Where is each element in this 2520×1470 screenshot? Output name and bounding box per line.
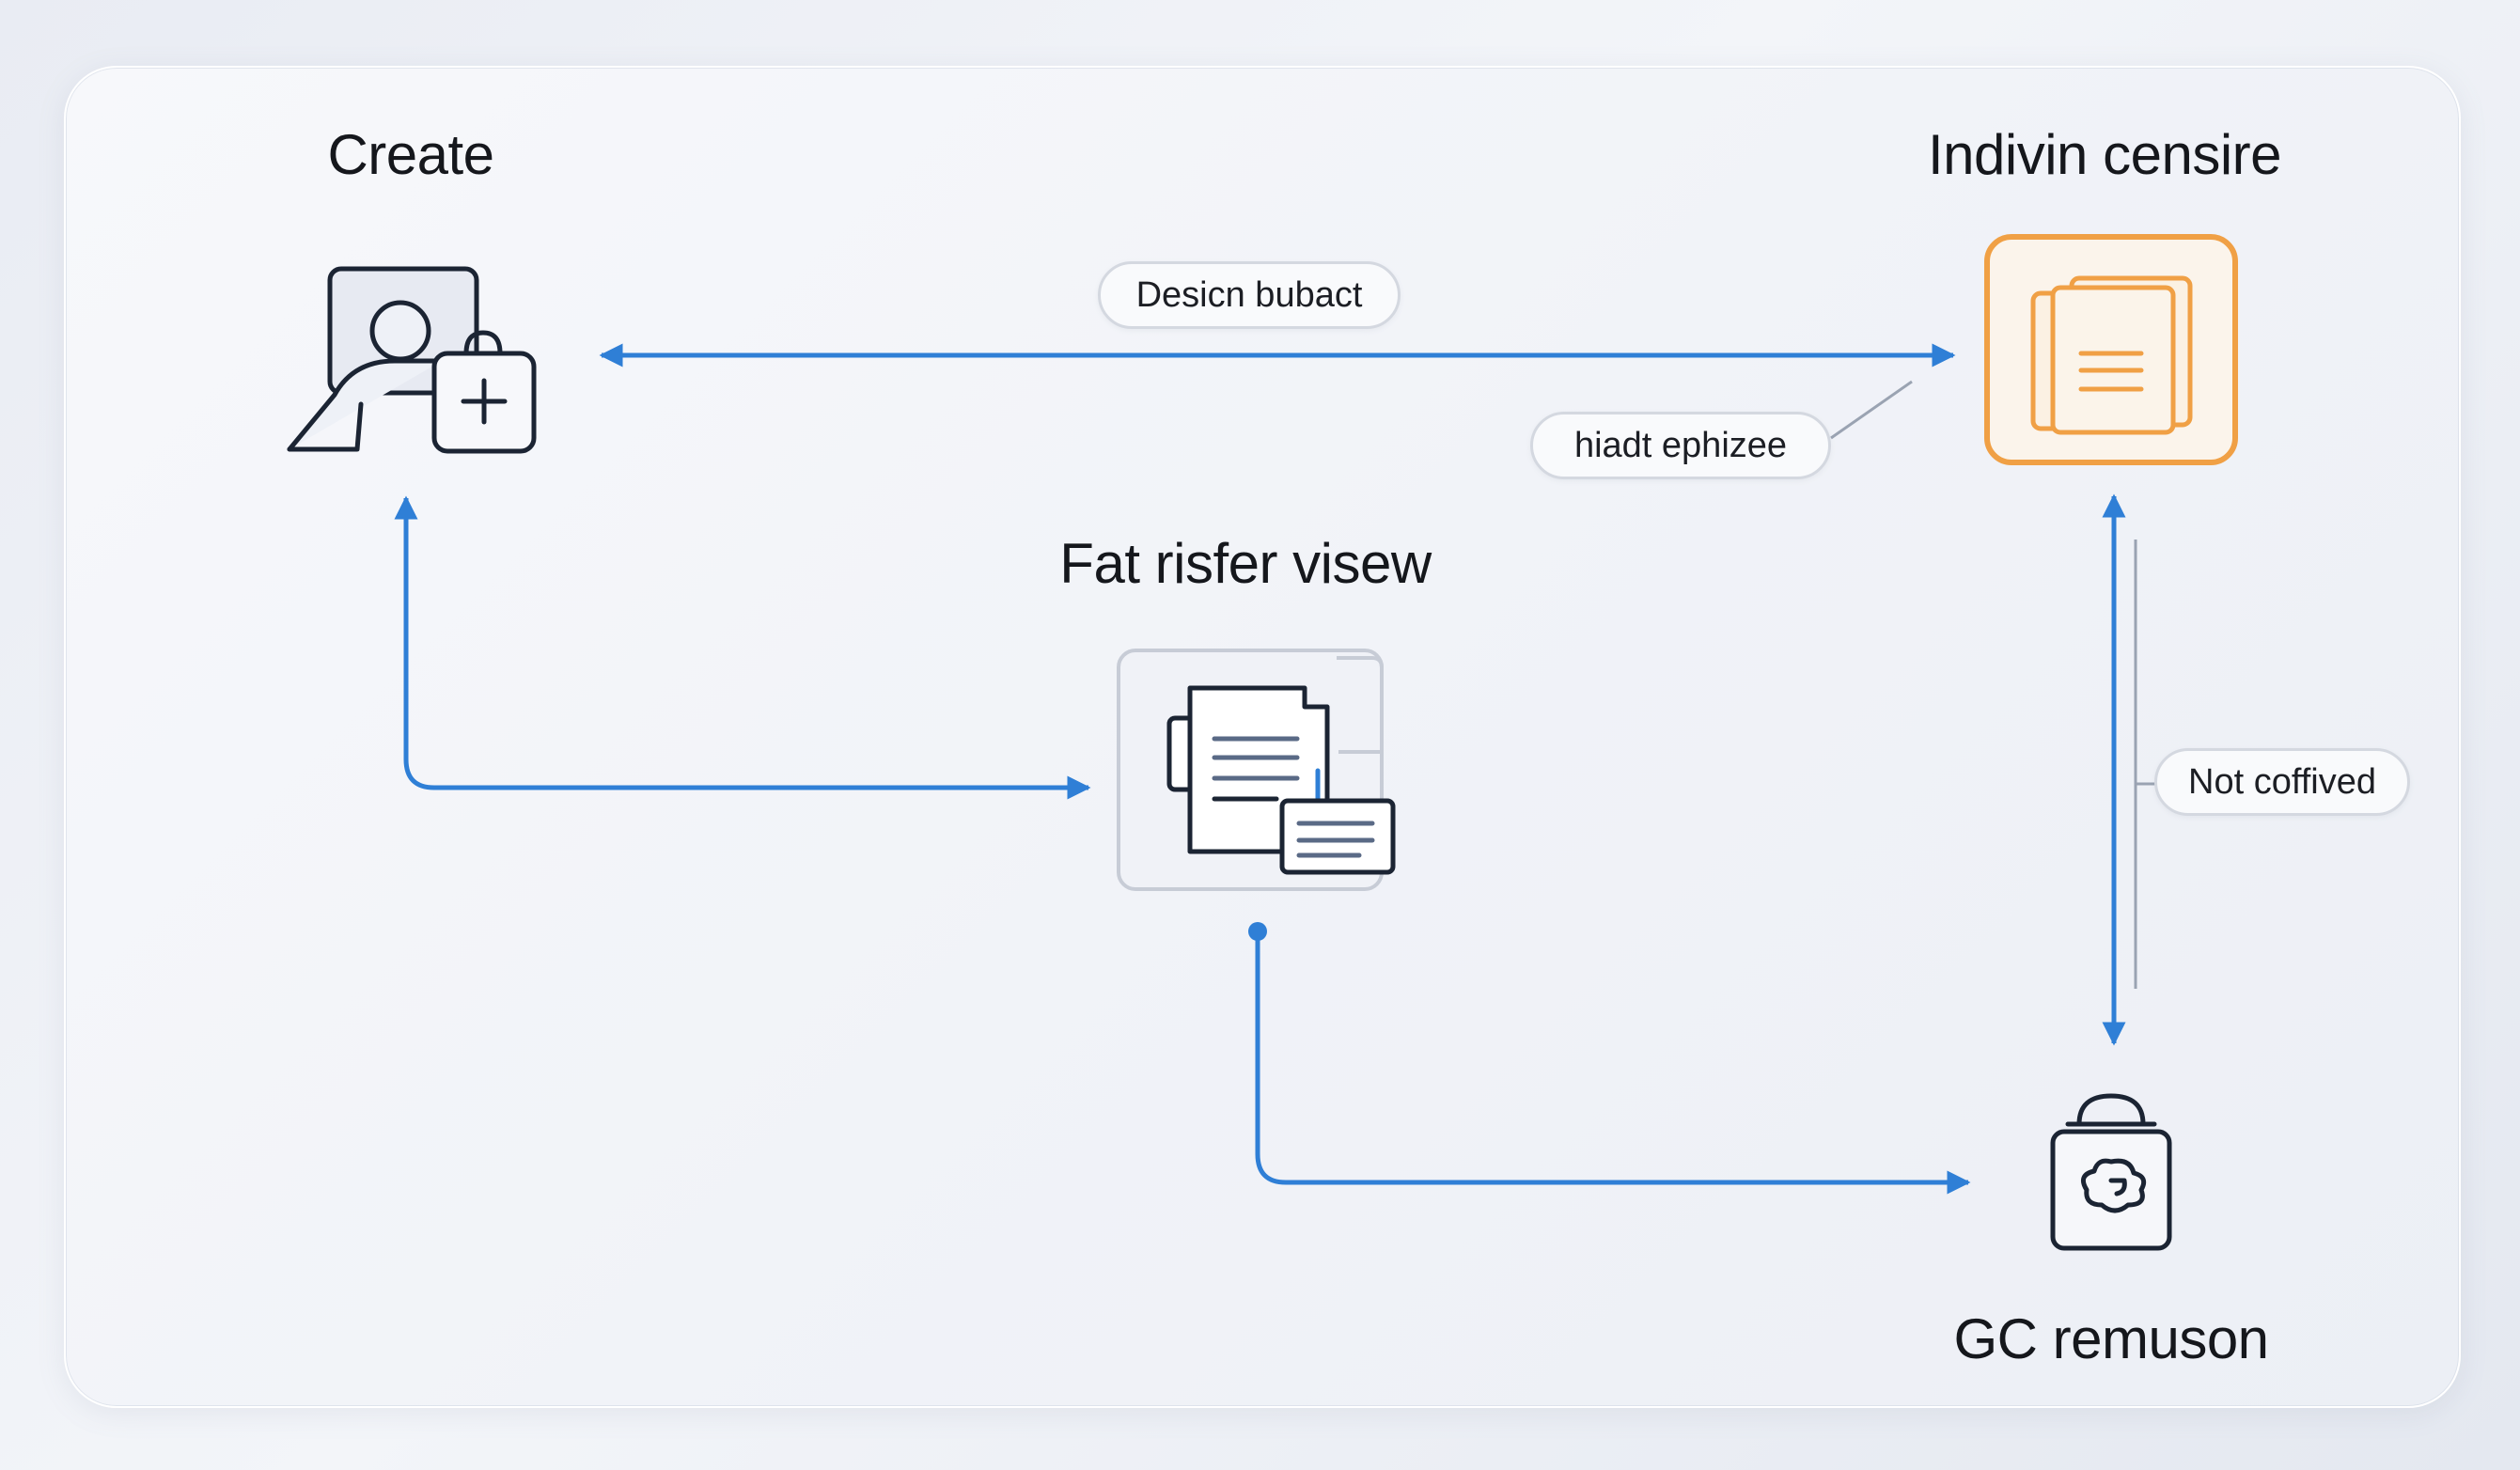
node-title-create: Create (327, 123, 494, 186)
user-add-icon (287, 266, 537, 454)
edge-create-fat (394, 495, 1091, 800)
edge-label-right: Not coffived (2154, 748, 2410, 816)
document-stack-icon (1984, 234, 2238, 465)
edge-label-top: Desicn bubact (1098, 261, 1401, 329)
edge-fat-gc (1248, 922, 1971, 1195)
node-title-indivin: Indivin censire (1927, 123, 2282, 186)
edge-indivin-gc (2102, 493, 2158, 1046)
node-title-gc: GC remuson (1953, 1307, 2269, 1370)
label-connector-middle (1830, 380, 1913, 440)
documents-preview-icon (1117, 649, 1396, 891)
node-title-fat: Fat risfer visew (1059, 532, 1432, 595)
lock-shield-icon (2050, 1093, 2172, 1251)
edge-label-middle: hiadt ephizee (1530, 412, 1831, 479)
